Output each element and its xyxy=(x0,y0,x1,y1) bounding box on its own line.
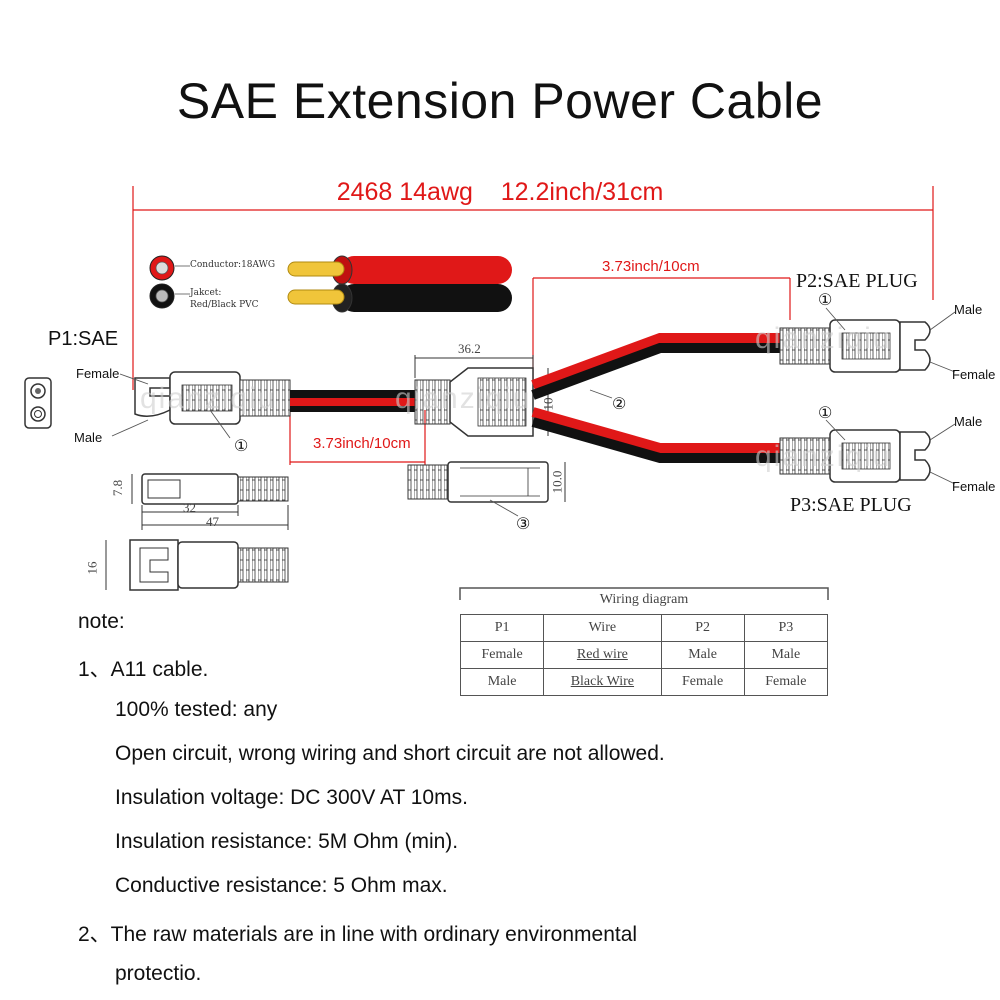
cable-side-view xyxy=(287,255,512,313)
table-header: P1 xyxy=(459,614,545,642)
p1-face-icon xyxy=(24,377,52,429)
table-cell: Black Wire xyxy=(543,668,662,696)
table-cell: Male xyxy=(743,641,829,669)
trunk-cable xyxy=(290,390,415,412)
plug-inner-label: 32 xyxy=(183,500,196,515)
body-height-label: 10 xyxy=(540,397,556,411)
callout-2: ② xyxy=(612,396,627,413)
p1-connector xyxy=(134,371,291,425)
plug-side-drawing xyxy=(105,539,289,591)
wiring-table: P1 Wire P2 P3 Female Red wire Male Male … xyxy=(459,614,829,696)
page-title: SAE Extension Power Cable xyxy=(176,73,824,129)
note-item-1: 1、A11 cable. xyxy=(78,658,209,681)
note-item-2-continued: protectio. xyxy=(115,962,202,985)
branch-length-label: 3.73inch/10cm xyxy=(602,258,700,275)
plug-height-label: 7.8 xyxy=(110,479,126,497)
table-cell: Male xyxy=(660,641,745,669)
trunk-length-label: 3.73inch/10cm xyxy=(313,435,411,452)
watermark: qianziqiu xyxy=(395,382,532,415)
table-row: Female Red wire Male Male xyxy=(459,641,829,669)
callout-1: ① xyxy=(234,438,249,455)
overall-dimension-label: 2468 14awg 12.2inch/31cm xyxy=(336,178,664,206)
watermark: qianziqiu xyxy=(755,322,892,355)
watermark: qianziqiu xyxy=(140,382,277,415)
table-row: P1 Wire P2 P3 xyxy=(459,614,829,642)
p2-male-label: Male xyxy=(954,302,983,317)
note-line: Conductive resistance: 5 Ohm max. xyxy=(115,874,448,897)
p1-female-label: Female xyxy=(76,366,120,381)
table-cell: Female xyxy=(743,668,829,696)
callout-1-p2: ① xyxy=(818,292,833,309)
table-header: P3 xyxy=(743,614,829,642)
p2-connector xyxy=(779,319,931,373)
callout-1-p3: ① xyxy=(818,405,833,422)
p3-female-label: Female xyxy=(952,479,996,494)
cable-diagram xyxy=(24,186,956,600)
watermark: qianziqiu xyxy=(755,440,892,473)
p3-male-label: Male xyxy=(954,414,983,429)
p2-label: P2:SAE PLUG xyxy=(796,270,918,292)
p1-label: P1:SAE xyxy=(48,328,119,350)
table-cell: Red wire xyxy=(543,641,662,669)
note-item-2: 2、The raw materials are in line with ord… xyxy=(78,923,638,946)
table-cell: Female xyxy=(459,641,545,669)
plug-dimension-drawing xyxy=(131,473,289,530)
leader-lines xyxy=(111,307,956,517)
jacket-spec: Jakcet: xyxy=(190,288,222,298)
notes-heading: note: xyxy=(78,610,125,633)
conductor-spec: Conductor:18AWG xyxy=(190,260,276,270)
body-length-label: 36.2 xyxy=(458,341,481,356)
note-line: Insulation voltage: DC 300V AT 10ms. xyxy=(115,786,468,809)
upper-branch-cable xyxy=(531,333,780,400)
plug-total-label: 47 xyxy=(206,514,219,529)
note-line: Insulation resistance: 5M Ohm (min). xyxy=(115,830,459,853)
p2-female-label: Female xyxy=(952,367,996,382)
p3-label: P3:SAE PLUG xyxy=(790,494,912,516)
table-header: Wire xyxy=(543,614,662,642)
plug-width-label: 16 xyxy=(84,561,100,575)
p3-connector xyxy=(779,429,931,483)
jacket-material: Red/Black PVC xyxy=(190,300,259,310)
table-header: P2 xyxy=(660,614,745,642)
splitter-body xyxy=(414,355,549,437)
callout-3: ③ xyxy=(516,516,531,533)
dc-height-label: 10.0 xyxy=(549,470,565,494)
cable-cross-section xyxy=(149,255,190,309)
wiring-box xyxy=(459,587,829,600)
wiring-title: Wiring diagram xyxy=(599,592,689,607)
table-cell: Male xyxy=(459,668,545,696)
p1-male-label: Male xyxy=(74,430,103,445)
table-cell: Female xyxy=(660,668,745,696)
note-line: 100% tested: any xyxy=(115,698,278,721)
table-row: Male Black Wire Female Female xyxy=(459,668,829,696)
overall-dimension-line xyxy=(132,186,934,390)
note-line: Open circuit, wrong wiring and short cir… xyxy=(115,742,665,765)
lower-branch-cable xyxy=(531,407,780,463)
dc-cap-drawing xyxy=(407,461,566,503)
